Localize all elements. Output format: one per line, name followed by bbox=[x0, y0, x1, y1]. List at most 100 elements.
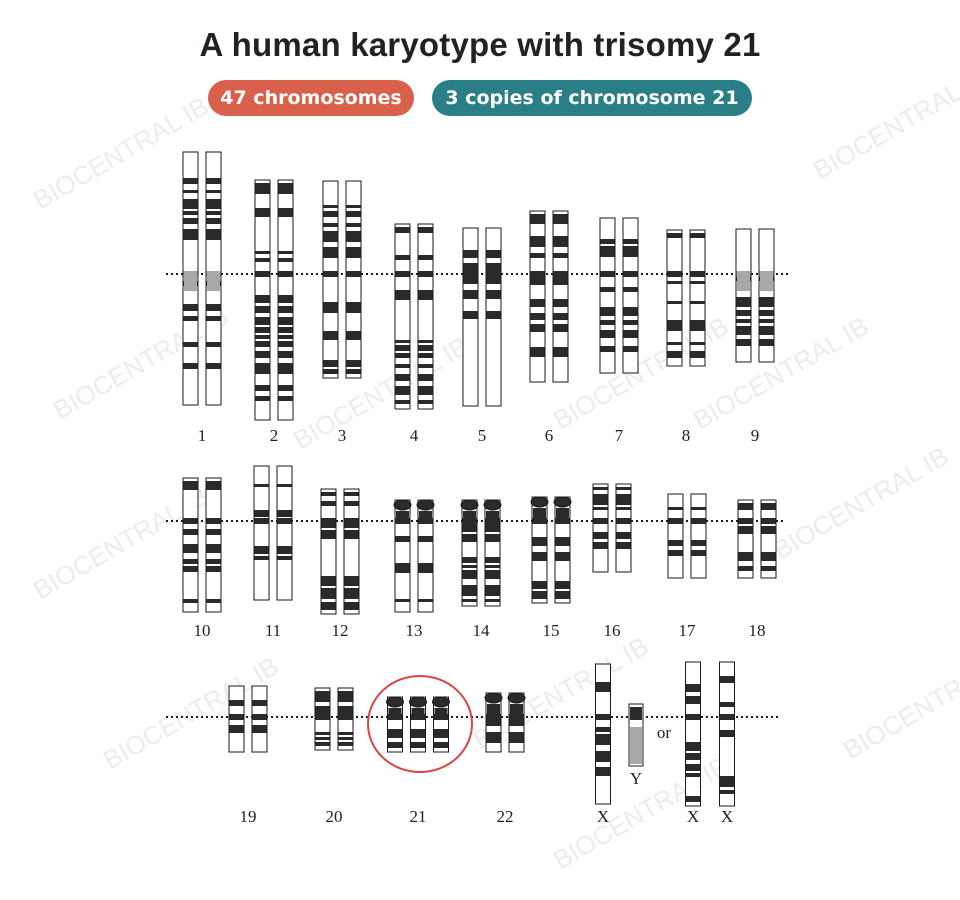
dark-band bbox=[252, 700, 267, 706]
dark-band bbox=[691, 540, 706, 546]
dark-band bbox=[434, 742, 448, 748]
centromere-band bbox=[736, 271, 751, 277]
chromosome-12 bbox=[320, 488, 360, 615]
dark-band bbox=[252, 725, 267, 733]
p-arm-band bbox=[510, 704, 523, 715]
dark-band bbox=[183, 316, 198, 321]
dark-band bbox=[686, 742, 700, 751]
dark-band bbox=[530, 299, 545, 307]
dark-band bbox=[667, 301, 682, 304]
dark-band bbox=[255, 341, 270, 347]
dark-band bbox=[616, 542, 631, 549]
dark-band bbox=[623, 246, 638, 257]
chromosome-label: 9 bbox=[751, 426, 760, 445]
chromatid-outline bbox=[253, 465, 270, 601]
centromere-band bbox=[252, 714, 267, 720]
dark-band bbox=[338, 691, 353, 702]
centromere-band bbox=[183, 518, 198, 524]
dark-band bbox=[338, 742, 353, 746]
dark-band bbox=[668, 550, 683, 556]
dark-band bbox=[462, 599, 477, 602]
dark-band bbox=[388, 742, 402, 748]
satellite-band bbox=[483, 499, 502, 511]
dark-band bbox=[759, 310, 774, 316]
dark-band bbox=[418, 386, 433, 395]
dark-band bbox=[593, 494, 608, 505]
dark-band bbox=[686, 773, 700, 777]
centromere-band bbox=[254, 518, 269, 524]
dark-band bbox=[395, 353, 410, 358]
dark-band bbox=[555, 591, 570, 599]
p-arm-band bbox=[556, 508, 569, 519]
chromosome-label: 18 bbox=[749, 621, 766, 640]
centromere-band bbox=[720, 714, 734, 720]
heterochromatin-band bbox=[737, 277, 750, 291]
dark-band bbox=[720, 702, 734, 707]
centromere-band bbox=[593, 518, 608, 524]
dark-band bbox=[321, 530, 336, 539]
p-arm-band bbox=[533, 508, 546, 519]
dark-band bbox=[206, 342, 221, 347]
dark-band bbox=[593, 542, 608, 549]
centromere-band bbox=[616, 518, 631, 524]
satellite-band bbox=[432, 696, 450, 708]
dark-band bbox=[255, 351, 270, 358]
dark-band bbox=[346, 247, 361, 258]
dark-band bbox=[761, 552, 776, 561]
dark-band bbox=[593, 507, 608, 510]
dark-band bbox=[206, 178, 221, 184]
dark-band bbox=[323, 205, 338, 208]
dark-band bbox=[418, 290, 433, 300]
dark-band bbox=[462, 585, 477, 596]
dark-band bbox=[736, 339, 751, 346]
dark-band bbox=[388, 729, 402, 738]
centromere-band bbox=[315, 714, 330, 720]
dark-band bbox=[183, 342, 198, 347]
dark-band bbox=[206, 199, 221, 209]
dark-band bbox=[462, 565, 477, 568]
centromere-band bbox=[434, 714, 448, 720]
chromosome-21 bbox=[386, 696, 450, 753]
dark-band bbox=[321, 588, 336, 599]
dark-band bbox=[255, 258, 270, 262]
dark-band bbox=[338, 737, 353, 740]
centromere-band bbox=[600, 271, 615, 277]
chromosome-label: X bbox=[597, 807, 609, 826]
dark-band bbox=[418, 400, 433, 404]
dark-band bbox=[278, 306, 293, 313]
dark-band bbox=[532, 552, 547, 561]
dark-band bbox=[486, 720, 501, 726]
dark-band bbox=[434, 729, 448, 738]
dark-band bbox=[255, 385, 270, 391]
dark-band bbox=[206, 363, 221, 369]
dark-band bbox=[738, 566, 753, 571]
satellite-band bbox=[460, 499, 479, 511]
dark-band bbox=[346, 369, 361, 374]
dark-band bbox=[736, 319, 751, 323]
dark-band bbox=[183, 199, 198, 209]
dark-band bbox=[315, 706, 330, 714]
centromere-band bbox=[206, 518, 221, 524]
chromosome-15 bbox=[530, 496, 572, 604]
dark-band bbox=[509, 720, 524, 726]
dark-band bbox=[206, 544, 221, 553]
dark-band bbox=[411, 729, 425, 738]
dark-band bbox=[323, 231, 338, 242]
dark-band bbox=[485, 565, 500, 568]
chromosome-3 bbox=[322, 180, 362, 379]
dark-band bbox=[411, 742, 425, 748]
dark-band bbox=[183, 363, 198, 369]
dark-band bbox=[462, 557, 477, 563]
dark-band bbox=[596, 734, 610, 745]
dark-band bbox=[278, 385, 293, 391]
dark-band bbox=[418, 536, 433, 542]
dark-band bbox=[630, 707, 642, 715]
dark-band bbox=[759, 326, 774, 335]
dark-band bbox=[344, 576, 359, 586]
chromosome-count-badge: 47 chromosomes bbox=[208, 80, 414, 116]
chromosome-label: 11 bbox=[265, 621, 281, 640]
dark-band bbox=[530, 214, 545, 224]
dark-band bbox=[418, 255, 433, 260]
page-title: A human karyotype with trisomy 21 bbox=[199, 26, 761, 63]
dark-band bbox=[530, 253, 545, 258]
